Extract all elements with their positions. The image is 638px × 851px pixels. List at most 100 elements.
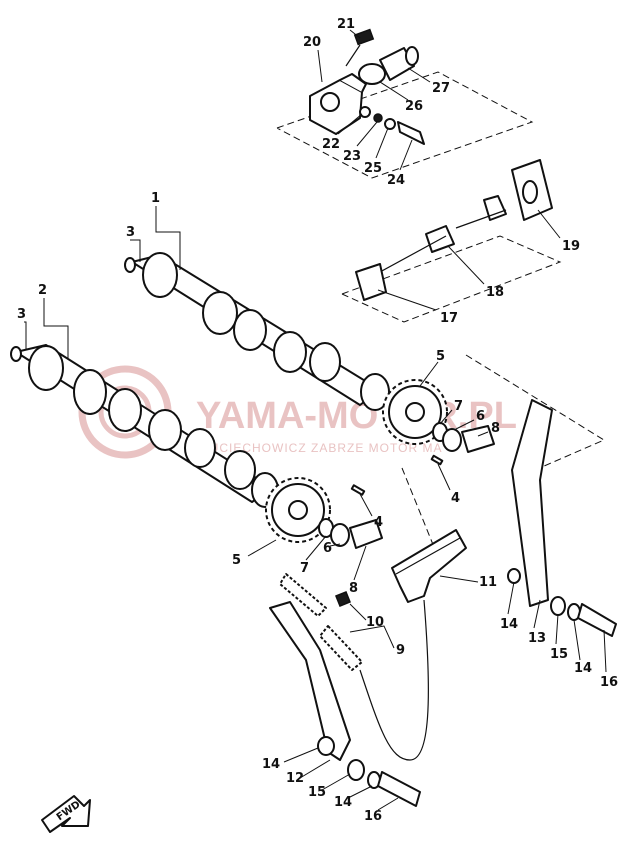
callout-9: 9 bbox=[396, 643, 405, 658]
callout-19: 19 bbox=[562, 239, 580, 254]
callout-5-lower: 5 bbox=[232, 553, 241, 568]
camshaft-2-lobe-3 bbox=[148, 409, 182, 451]
callout-14-right-a: 14 bbox=[500, 617, 518, 632]
callout-21: 21 bbox=[337, 17, 355, 32]
chain-guide-11 bbox=[391, 529, 467, 603]
washer-14-left bbox=[317, 736, 335, 756]
callout-6-lower: 6 bbox=[323, 541, 332, 556]
gasket-26 bbox=[358, 63, 386, 85]
callout-14-left-a: 14 bbox=[262, 757, 280, 772]
bolt-8-lower bbox=[349, 519, 383, 549]
cam-chain-tensioner bbox=[309, 28, 425, 145]
callout-18: 18 bbox=[486, 285, 504, 300]
collar-15-left bbox=[347, 759, 365, 781]
camshaft-1 bbox=[124, 252, 390, 411]
callout-8-upper: 8 bbox=[491, 421, 500, 436]
bolt-16-right bbox=[577, 603, 617, 637]
tensioner-boss bbox=[339, 73, 367, 93]
chain-guide-13 bbox=[507, 399, 617, 637]
bolt-21-head bbox=[353, 28, 375, 46]
bolt-16-left bbox=[377, 771, 421, 807]
cam-chain-loop bbox=[359, 599, 429, 761]
chain-guide-leader bbox=[401, 467, 437, 553]
camshaft-2-lobe-1 bbox=[73, 369, 107, 415]
callout-3-upper: 3 bbox=[126, 225, 135, 240]
chain-guide-13-body bbox=[511, 399, 553, 607]
camshaft-2-lobe-4 bbox=[184, 428, 216, 468]
callout-10: 10 bbox=[366, 615, 384, 630]
callout-7-upper: 7 bbox=[454, 399, 463, 414]
sprocket-lower-hub bbox=[288, 500, 308, 520]
callout-6-upper: 6 bbox=[476, 409, 485, 424]
camshaft-1-tip bbox=[124, 257, 136, 273]
chain-guide-group-outline bbox=[465, 354, 606, 471]
washer-6-lower bbox=[330, 523, 350, 547]
cam-chain-lower-run bbox=[319, 625, 363, 671]
camshaft-1-journal-1 bbox=[142, 252, 178, 298]
tensioner-group-outline bbox=[276, 71, 534, 179]
callout-27: 27 bbox=[432, 81, 450, 96]
callout-5-upper: 5 bbox=[436, 349, 445, 364]
sprocket-upper bbox=[382, 379, 495, 466]
camshaft-1-lobe-3 bbox=[273, 331, 307, 373]
camshaft-1-lobe-1 bbox=[202, 291, 238, 335]
tensioner-bore bbox=[320, 92, 340, 112]
spring-upper bbox=[483, 195, 507, 221]
callout-11: 11 bbox=[479, 575, 497, 590]
callout-16-right: 16 bbox=[600, 675, 618, 690]
callout-14-right-b: 14 bbox=[574, 661, 592, 676]
callout-2: 2 bbox=[38, 283, 47, 298]
group-outlines bbox=[276, 71, 606, 553]
washer-6-upper bbox=[442, 428, 462, 452]
callout-15-right: 15 bbox=[550, 647, 568, 662]
watermark-subtext: DUCIECHOWICZ ZABRZE MOTOR MA bbox=[200, 441, 442, 455]
callout-7-lower: 7 bbox=[300, 561, 309, 576]
camshaft-2-lobe-5 bbox=[224, 450, 256, 490]
camshaft-2-lobe-2 bbox=[108, 388, 142, 432]
callout-15-left: 15 bbox=[308, 785, 326, 800]
callout-20: 20 bbox=[303, 35, 321, 50]
callout-17: 17 bbox=[440, 311, 458, 326]
camshaft-2-journal-1 bbox=[28, 345, 64, 391]
sprocket-lower bbox=[265, 477, 383, 549]
callout-13: 13 bbox=[528, 631, 546, 646]
chain-guide-11-edge bbox=[395, 537, 461, 575]
callout-23: 23 bbox=[343, 149, 361, 164]
callout-labels: 21 20 27 26 22 23 25 24 19 18 17 1 3 2 3… bbox=[17, 17, 618, 824]
rod-upper bbox=[455, 209, 507, 229]
callout-25: 25 bbox=[364, 161, 382, 176]
forward-marker: FWD bbox=[41, 795, 91, 833]
guide-stopper-group-outline bbox=[341, 235, 562, 323]
chain-guide-11-body bbox=[391, 529, 467, 603]
collar-15-right bbox=[550, 596, 566, 616]
camshaft-1-lobe-2 bbox=[233, 309, 267, 351]
callout-24: 24 bbox=[387, 173, 405, 188]
pin-4-upper bbox=[430, 454, 444, 466]
callout-3-lower: 3 bbox=[17, 307, 26, 322]
pin-4-lower bbox=[350, 484, 366, 496]
camshaft-1-lobe-4 bbox=[309, 342, 341, 382]
washer-22 bbox=[359, 106, 371, 118]
callout-16-left: 16 bbox=[364, 809, 382, 824]
nut-23 bbox=[373, 113, 383, 123]
chain-guide-12 bbox=[269, 601, 421, 807]
sprocket-upper-hub bbox=[405, 402, 425, 422]
callout-4-lower: 4 bbox=[374, 515, 383, 530]
callout-1: 1 bbox=[151, 191, 160, 206]
nut-10 bbox=[335, 591, 351, 607]
guide-stopper-assembly bbox=[355, 159, 553, 301]
leader-lines bbox=[24, 29, 607, 811]
washer-14-right bbox=[507, 568, 521, 584]
bolt-8-upper bbox=[461, 425, 495, 453]
gasket-19-hole bbox=[522, 180, 538, 204]
callout-4-upper: 4 bbox=[451, 491, 460, 506]
callout-8-lower: 8 bbox=[349, 581, 358, 596]
cam-chain bbox=[279, 573, 429, 761]
forward-arrow-icon bbox=[41, 795, 91, 833]
rod-18 bbox=[379, 235, 447, 273]
stopper-17-head bbox=[355, 263, 387, 301]
bolt-21-shank bbox=[345, 44, 361, 67]
callout-22: 22 bbox=[322, 137, 340, 152]
callout-14-left-b: 14 bbox=[334, 795, 352, 810]
